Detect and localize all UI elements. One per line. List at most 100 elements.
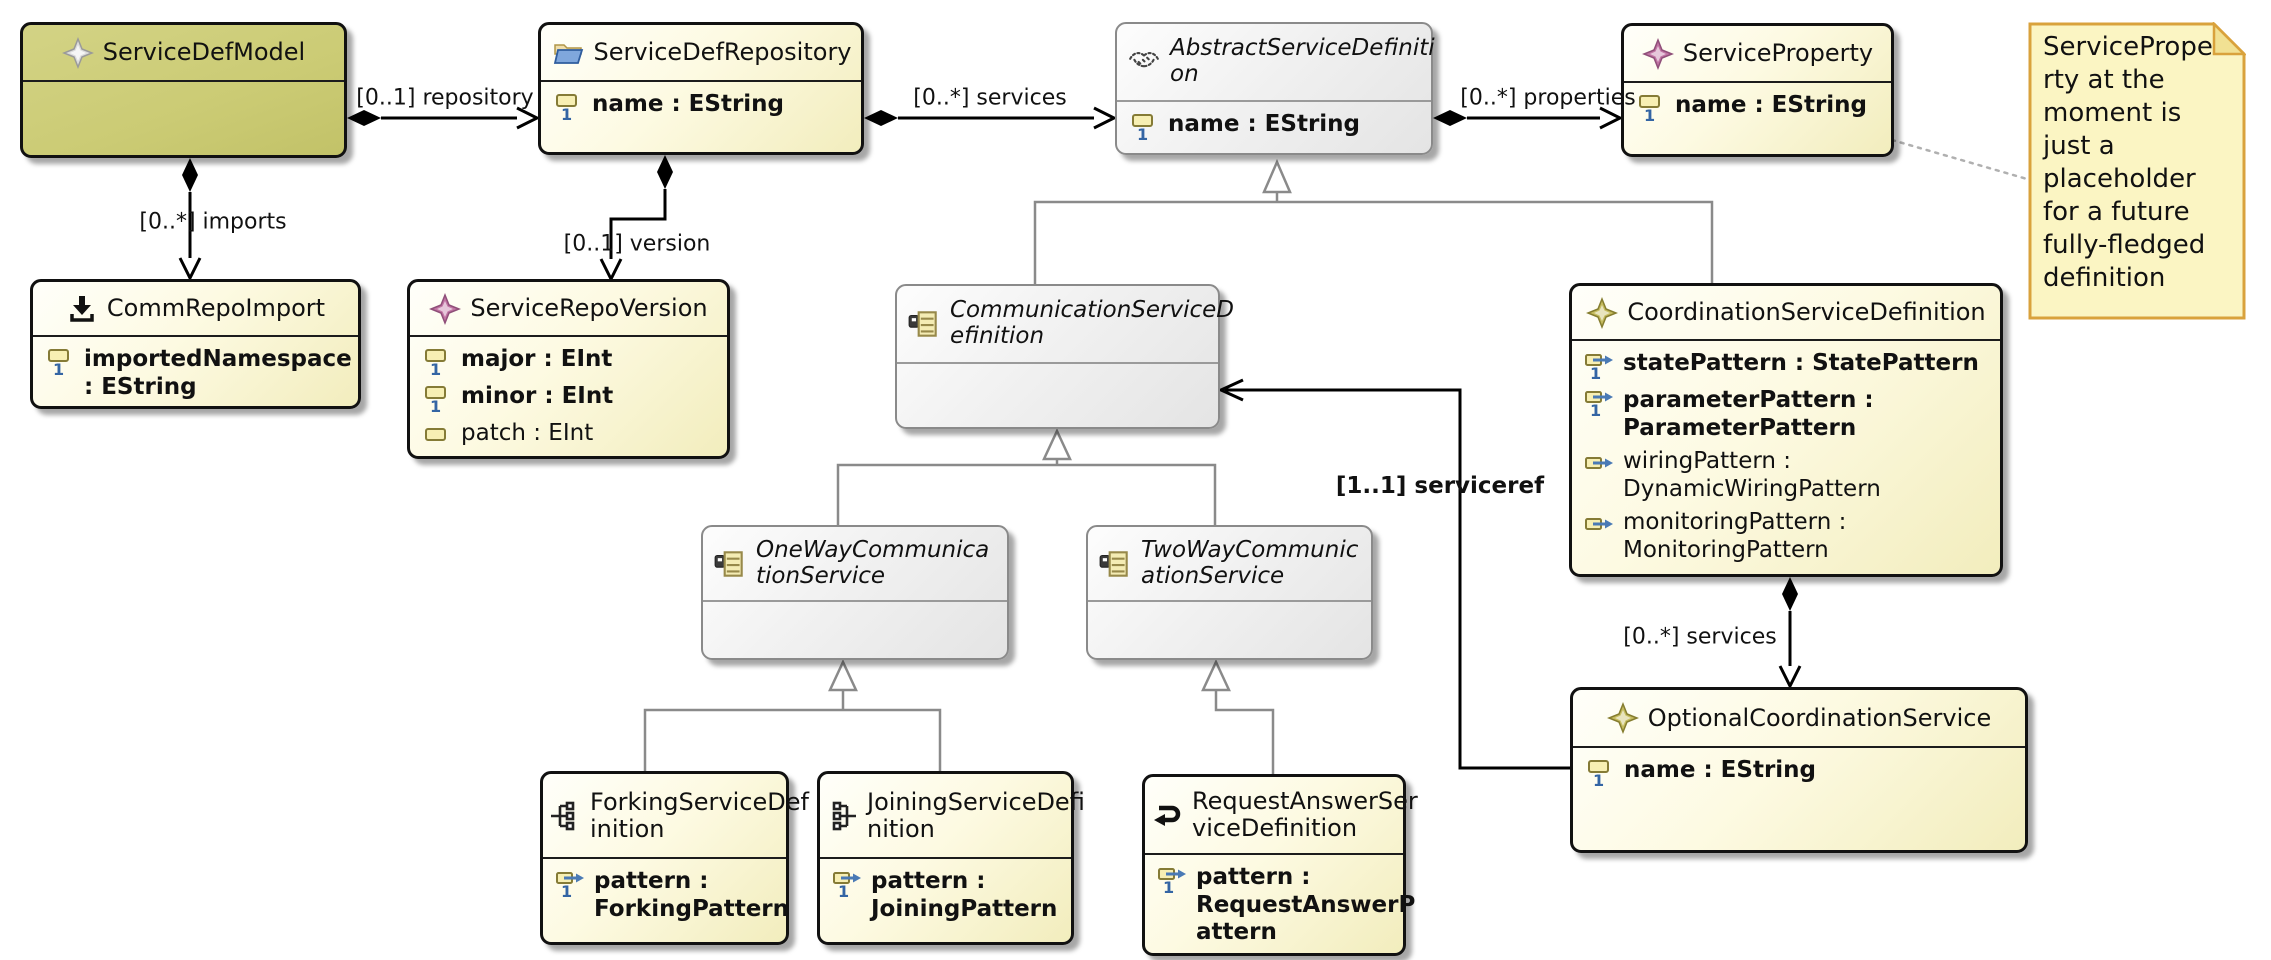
class-optional-coordination-service[interactable]: OptionalCoordinationService 1 name : ESt… (1570, 687, 2028, 853)
class-title: ServiceDefModel (102, 38, 306, 67)
svg-text:1: 1 (53, 360, 64, 377)
edge-repository[interactable] (347, 106, 541, 130)
attribute-label: name : EString (1168, 111, 1361, 137)
class-coordination-service-definition[interactable]: CoordinationServiceDefinition 1 statePat… (1569, 283, 2003, 577)
attribute-label: name : EString (1624, 757, 1817, 783)
attribute-label: statePattern : StatePattern (1623, 350, 1979, 376)
attribute-icon: 1 (422, 347, 452, 377)
svg-text:1: 1 (1590, 364, 1601, 381)
attribute-row[interactable]: 1 name : EString (1624, 88, 1891, 125)
class-abstract-service-definition[interactable]: AbstractServiceDefiniti on 1 name : EStr… (1115, 22, 1435, 155)
reference-icon (1584, 449, 1614, 479)
class-title: ServiceRepoVersion (470, 294, 708, 323)
edge-label-services-bottom[interactable]: [0..*] services (1623, 624, 1777, 650)
class-request-answer-service-definition[interactable]: RequestAnswerSer viceDefinition 1 patter… (1142, 774, 1418, 956)
svg-text:1: 1 (1644, 106, 1655, 123)
attribute-label: name : EString (1675, 92, 1868, 118)
attribute-row[interactable]: 1 parameterPattern : ParameterPattern (1572, 383, 2000, 444)
attribute-row[interactable]: wiringPattern : DynamicWiringPattern (1572, 444, 2000, 505)
import-download-icon (66, 293, 98, 325)
edge-generalization-comm[interactable] (836, 428, 1217, 525)
fork-icon (549, 800, 581, 832)
attribute-row[interactable]: 1 statePattern : StatePattern (1572, 346, 2000, 383)
edge-label-repository[interactable]: [0..1] repository (356, 85, 534, 111)
class-title: CoordinationServiceDefinition (1627, 298, 1986, 327)
attribute-row[interactable]: 1 pattern : JoiningPattern (820, 864, 1071, 925)
reference-icon: 1 (555, 869, 585, 899)
edge-label-serviceref[interactable]: [1..1] serviceref (1335, 473, 1545, 499)
attribute-icon: 1 (1636, 93, 1666, 123)
attribute-label: wiringPattern : DynamicWiringPattern (1623, 448, 1881, 502)
class-communication-service-definition[interactable]: CommunicationServiceD efinition (895, 284, 1234, 429)
edge-label-version[interactable]: [0..1] version (563, 231, 711, 257)
uturn-arrow-icon (1151, 799, 1183, 831)
svg-text:1: 1 (430, 360, 441, 377)
class-oneway-communication-service[interactable]: OneWayCommunica tionService (701, 525, 1009, 660)
class-title: TwoWayCommunic ationService (1141, 536, 1359, 589)
class-service-def-repository[interactable]: ServiceDefRepository 1 name : EString (538, 22, 864, 155)
attribute-label: name : EString (592, 91, 785, 117)
edge-label-properties[interactable]: [0..*] properties (1460, 85, 1636, 111)
edge-serviceref[interactable] (1217, 378, 1570, 770)
class-title: ServiceDefRepository (593, 38, 852, 67)
attribute-icon: 1 (553, 92, 583, 122)
svg-text:1: 1 (561, 882, 572, 899)
attribute-label: patch : EInt (461, 420, 594, 446)
edge-imports[interactable] (178, 158, 202, 282)
attribute-row[interactable]: 1 minor : EInt (410, 379, 727, 416)
note-text: ServicePrope rty at the moment is just a… (2043, 32, 2213, 294)
attribute-row[interactable]: 1 major : EInt (410, 342, 727, 379)
edge-generalization-oneway[interactable] (643, 659, 942, 771)
attribute-row[interactable]: 1 name : EString (541, 87, 861, 124)
attribute-row[interactable]: monitoringPattern : MonitoringPattern (1572, 505, 2000, 566)
svg-text:1: 1 (1137, 125, 1148, 142)
class-joining-service-definition[interactable]: JoiningServiceDefi nition 1 pattern : Jo… (817, 771, 1085, 945)
attribute-label: pattern : ForkingPattern (594, 868, 790, 922)
class-comm-repo-import[interactable]: CommRepoImport 1 importedNamespace : ESt… (30, 279, 361, 409)
attribute-row[interactable]: 1 name : EString (1117, 107, 1431, 144)
svg-text:1: 1 (561, 105, 572, 122)
reference-icon: 1 (1584, 351, 1614, 381)
class-title: CommRepoImport (106, 294, 326, 323)
note-sticky[interactable]: ServicePrope rty at the moment is just a… (2028, 20, 2248, 320)
svg-text:1: 1 (1163, 878, 1174, 895)
class-twoway-communication-service[interactable]: TwoWayCommunic ationService (1086, 525, 1373, 660)
edge-version[interactable] (599, 155, 673, 283)
attribute-row[interactable]: 1 importedNamespace : EString (33, 342, 358, 403)
svg-text:1: 1 (1593, 771, 1604, 788)
edge-label-services-top[interactable]: [0..*] services (913, 85, 1067, 111)
reference-icon (1584, 510, 1614, 540)
class-service-def-model[interactable]: ServiceDefModel (20, 22, 347, 158)
svg-text:1: 1 (1590, 401, 1601, 418)
attribute-row[interactable]: 1 pattern : RequestAnswerP attern (1145, 860, 1415, 949)
edge-generalization-abstract[interactable] (1033, 158, 1714, 284)
edge-services-top[interactable] (864, 106, 1118, 130)
attribute-row[interactable]: 1 name : EString (1573, 753, 2025, 790)
edge-services-bottom[interactable] (1778, 577, 1802, 690)
version-star-icon (429, 292, 462, 325)
attribute-row[interactable]: 1 pattern : ForkingPattern (543, 864, 790, 925)
class-service-repo-version[interactable]: ServiceRepoVersion 1 major : EInt 1 mino… (407, 279, 730, 459)
edge-label-imports[interactable]: [0..*] imports (139, 209, 287, 235)
attribute-row[interactable]: patch : EInt (410, 416, 727, 453)
class-title: AbstractServiceDefiniti on (1170, 35, 1435, 87)
svg-text:1: 1 (838, 882, 849, 899)
reference-icon: 1 (1157, 865, 1187, 895)
coordination-star-icon (1606, 702, 1639, 734)
class-title: ForkingServiceDef inition (590, 787, 809, 843)
class-title: ServiceProperty (1682, 39, 1874, 68)
attribute-icon (422, 421, 452, 451)
class-title: OneWayCommunica tionService (756, 536, 990, 589)
class-title: RequestAnswerSer viceDefinition (1192, 787, 1418, 842)
attribute-label: importedNamespace : EString (84, 346, 352, 400)
join-icon (826, 800, 858, 832)
edge-generalization-twoway[interactable] (1201, 659, 1275, 774)
service-list-icon (907, 307, 941, 341)
class-service-property[interactable]: ServiceProperty 1 name : EString (1621, 23, 1894, 157)
coordination-star-icon (1586, 296, 1619, 329)
edge-properties[interactable] (1433, 106, 1624, 130)
service-list-icon (1098, 547, 1132, 581)
class-title: CommunicationServiceD efinition (950, 297, 1234, 349)
class-forking-service-definition[interactable]: ForkingServiceDef inition 1 pattern : Fo… (540, 771, 809, 945)
